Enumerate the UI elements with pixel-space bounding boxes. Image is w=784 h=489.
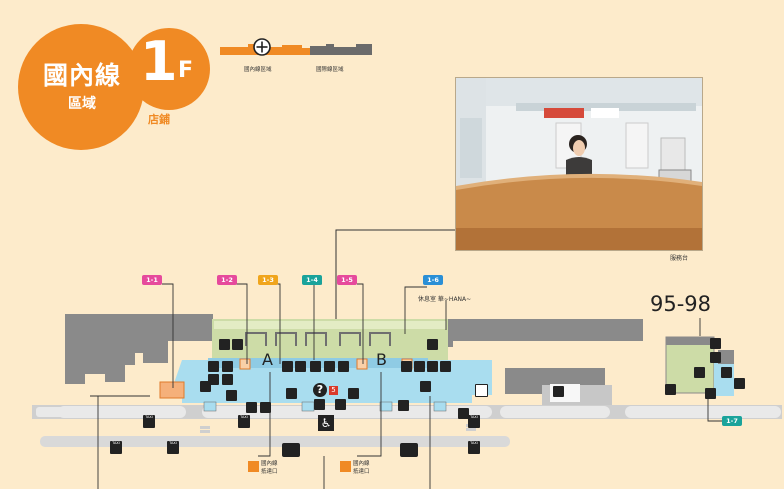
atm-icon[interactable] [335, 399, 346, 410]
gate-tag-1-3[interactable]: 1-3 [258, 275, 278, 285]
gate-tag-1-7[interactable]: 1-7 [722, 416, 742, 426]
locker-icon[interactable] [226, 390, 237, 401]
restroom-icon[interactable] [710, 338, 721, 349]
escalator-icon[interactable] [427, 339, 438, 350]
floor-letter: F [178, 58, 194, 83]
locker-icon[interactable] [553, 386, 564, 397]
elevator-icon[interactable] [208, 361, 219, 372]
zone-b-label: B [376, 350, 387, 369]
area-legend [220, 38, 372, 56]
taxi-icon[interactable]: TAXI [238, 415, 250, 428]
escalator-icon[interactable] [420, 381, 431, 392]
arrival-label-line1: 國內線 [261, 461, 278, 467]
locker-icon[interactable] [475, 384, 488, 397]
info-icon[interactable]: ? [313, 383, 327, 397]
bus-icon[interactable] [400, 443, 418, 457]
service-desk-photo [455, 77, 703, 251]
taxi-icon[interactable]: TAXI [468, 441, 480, 454]
shops-label: 店鋪 [148, 113, 170, 126]
elevator-icon[interactable] [414, 361, 425, 372]
wheelchair-icon[interactable]: ♿ [318, 415, 334, 431]
area-subtitle: 區域 [68, 96, 96, 112]
floor-number: 1 [140, 30, 178, 93]
restroom-icon[interactable] [219, 339, 230, 350]
taxi-icon[interactable]: TAXI [167, 441, 179, 454]
gate-tag-1-6[interactable]: 1-6 [423, 275, 443, 285]
locker-icon[interactable] [260, 402, 271, 413]
restroom-icon[interactable] [324, 361, 335, 372]
locker-icon[interactable] [458, 408, 469, 419]
atm-icon[interactable] [200, 381, 211, 392]
restroom-icon[interactable] [401, 361, 412, 372]
header-badge-circle [18, 24, 144, 150]
taxi-icon[interactable]: TAXI [143, 415, 155, 428]
restroom-icon[interactable] [734, 378, 745, 389]
telephone-icon[interactable] [310, 361, 321, 372]
gate-tag-1-5[interactable]: 1-5 [337, 275, 357, 285]
legend-international-label: 國際線區域 [316, 67, 344, 73]
gate-range-label: 95-98 [650, 292, 712, 316]
locker-icon[interactable] [398, 400, 409, 411]
arrival-label-line2: 抵達口 [261, 469, 278, 475]
escalator-icon[interactable] [222, 374, 233, 385]
restroom-icon[interactable] [222, 361, 233, 372]
escalator-icon[interactable] [232, 339, 243, 350]
arrival-plane-icon [340, 461, 351, 472]
bus-icon[interactable] [282, 443, 300, 457]
floor-badge-circle [128, 28, 210, 110]
telephone-icon[interactable] [665, 384, 676, 395]
escalator-icon[interactable] [705, 388, 716, 399]
atm-icon[interactable] [295, 361, 306, 372]
escalator-icon[interactable] [338, 361, 349, 372]
telephone-icon[interactable] [208, 374, 219, 385]
gate-tag-1-4[interactable]: 1-4 [302, 275, 322, 285]
arrival-label-line2: 抵達口 [353, 469, 370, 475]
restroom-icon[interactable] [427, 361, 438, 372]
lounge-label: 休息室 華~HANA~ [418, 296, 472, 303]
taxi-icon[interactable]: TAXI [110, 441, 122, 454]
taxi-icon[interactable]: TAXI [468, 415, 480, 428]
info-badge: 5 [329, 386, 338, 395]
area-title: 國內線 [42, 61, 121, 90]
zone-a-label: A [262, 350, 273, 369]
gate-tag-1-2[interactable]: 1-2 [217, 275, 237, 285]
elevator-icon[interactable] [694, 367, 705, 378]
elevator-icon[interactable] [282, 361, 293, 372]
gate-tag-1-1[interactable]: 1-1 [142, 275, 162, 285]
locker-icon[interactable] [348, 388, 359, 399]
telephone-icon[interactable] [314, 399, 325, 410]
arrival-label-line1: 國內線 [353, 461, 370, 467]
arrival-plane-icon [248, 461, 259, 472]
escalator-icon[interactable] [440, 361, 451, 372]
escalator-icon[interactable] [710, 352, 721, 363]
locker-icon[interactable] [286, 388, 297, 399]
legend-domestic-label: 國內線區域 [244, 67, 272, 73]
photo-caption: 服務台 [670, 255, 689, 262]
restroom-icon[interactable] [721, 367, 732, 378]
bus-icon[interactable] [246, 402, 257, 413]
